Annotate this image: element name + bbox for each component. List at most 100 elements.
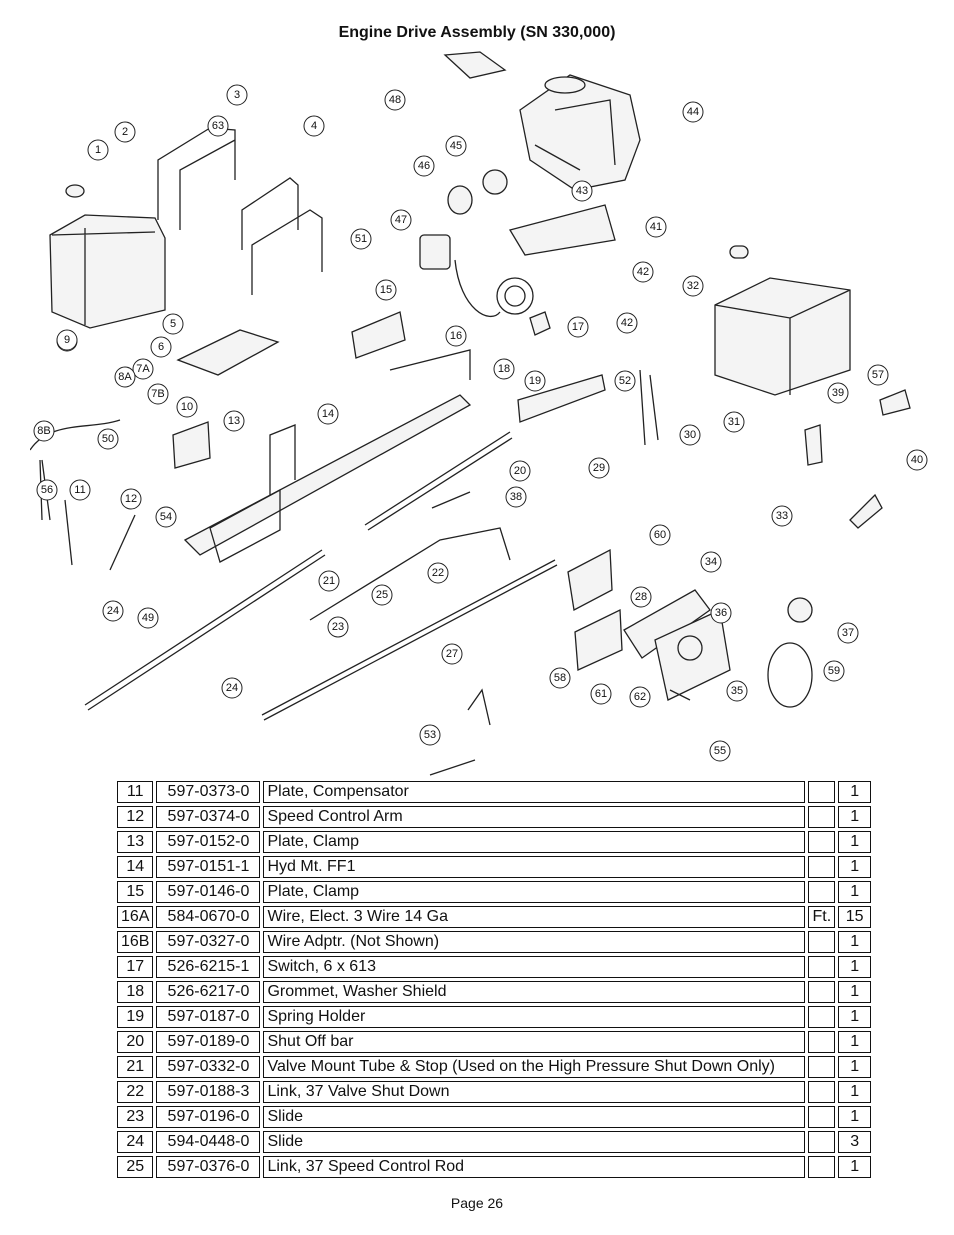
- callout-balloon: 52: [614, 370, 636, 392]
- quantity: 1: [838, 1031, 872, 1053]
- callout-label: 38: [510, 491, 522, 503]
- item-number: 20: [117, 1031, 154, 1053]
- part-description: Grommet, Washer Shield: [263, 981, 806, 1003]
- callout-balloon: 54: [155, 506, 177, 528]
- callout-label: 9: [64, 334, 70, 346]
- callout-label: 31: [728, 416, 740, 428]
- callout-balloon: 49: [137, 607, 159, 629]
- callout-balloon: 62: [629, 686, 651, 708]
- callout-label: 52: [619, 375, 631, 387]
- callout-balloon: 7A: [132, 358, 154, 380]
- callout-label: 35: [731, 685, 743, 697]
- callout-balloon: 6: [150, 336, 172, 358]
- callout-label: 39: [832, 387, 844, 399]
- part-description: Valve Mount Tube & Stop (Used on the Hig…: [263, 1056, 806, 1078]
- item-number: 17: [117, 956, 154, 978]
- callout-balloon: 19: [524, 370, 546, 392]
- callout-label: 34: [705, 556, 717, 568]
- part-number: 597-0188-3: [156, 1081, 261, 1103]
- part-description: Link, 37 Speed Control Rod: [263, 1156, 806, 1178]
- callout-balloon: 42: [632, 261, 654, 283]
- callout-label: 32: [687, 280, 699, 292]
- part-description: Wire Adptr. (Not Shown): [263, 931, 806, 953]
- callout-balloon: 53: [419, 724, 441, 746]
- callout-balloon: 5: [162, 313, 184, 335]
- callout-label: 22: [432, 567, 444, 579]
- callout-balloon: 10: [176, 396, 198, 418]
- callout-balloon: 25: [371, 584, 393, 606]
- part-number: 584-0670-0: [156, 906, 261, 928]
- callout-balloon: 12: [120, 488, 142, 510]
- callout-label: 15: [380, 284, 392, 296]
- callout-balloon: 31: [723, 411, 745, 433]
- callout-balloon: 35: [726, 680, 748, 702]
- callout-label: 41: [650, 221, 662, 233]
- part-description: Plate, Clamp: [263, 831, 806, 853]
- callout-balloon: 18: [493, 358, 515, 380]
- callout-balloon: 23: [327, 616, 349, 638]
- callout-label: 7B: [151, 388, 164, 400]
- callout-balloon: 60: [649, 524, 671, 546]
- callout-label: 62: [634, 691, 646, 703]
- callout-balloon: 13: [223, 410, 245, 432]
- callout-label: 45: [450, 140, 462, 152]
- part-description: Switch, 6 x 613: [263, 956, 806, 978]
- unit: [808, 981, 836, 1003]
- callout-balloon: 59: [823, 660, 845, 682]
- callout-label: 50: [102, 433, 114, 445]
- callout-balloon: 51: [350, 228, 372, 250]
- item-number: 23: [117, 1106, 154, 1128]
- item-number: 24: [117, 1131, 154, 1153]
- callout-balloon: 37: [837, 622, 859, 644]
- unit: [808, 1006, 836, 1028]
- part-description: Link, 37 Valve Shut Down: [263, 1081, 806, 1103]
- item-number: 22: [117, 1081, 154, 1103]
- callout-label: 8A: [118, 371, 132, 383]
- callout-label: 16: [450, 330, 462, 342]
- callout-label: 43: [576, 185, 588, 197]
- parts-artwork: [29, 51, 911, 776]
- quantity: 1: [838, 956, 872, 978]
- exploded-parts-diagram: 1234567A7B8A8A8B910111213141516171819202…: [29, 50, 930, 780]
- callout-label: 21: [323, 575, 335, 587]
- item-number: 15: [117, 881, 154, 903]
- callout-label: 49: [142, 612, 154, 624]
- callout-balloon: 43: [571, 180, 593, 202]
- callout-label: 44: [687, 106, 699, 118]
- callout-balloon: 32: [682, 275, 704, 297]
- item-number: 16B: [117, 931, 154, 953]
- callout-balloon: 22: [427, 562, 449, 584]
- unit: [808, 1081, 836, 1103]
- callout-balloon: 24: [102, 600, 124, 622]
- callout-balloon: 29: [588, 457, 610, 479]
- callout-balloon: 48: [384, 89, 406, 111]
- quantity: 1: [838, 856, 872, 878]
- quantity: 1: [838, 1156, 872, 1178]
- callout-label: 42: [637, 266, 649, 278]
- item-number: 12: [117, 806, 154, 828]
- callout-balloon: 57: [867, 364, 889, 386]
- callout-label: 28: [635, 591, 647, 603]
- callout-balloon: 16: [445, 325, 467, 347]
- callout-balloon: 55: [709, 740, 731, 762]
- part-description: Wire, Elect. 3 Wire 14 Ga: [263, 906, 806, 928]
- callout-label: 1: [95, 144, 101, 156]
- callout-label: 5: [170, 318, 176, 330]
- unit: [808, 806, 836, 828]
- item-number: 13: [117, 831, 154, 853]
- callout-label: 23: [332, 621, 344, 633]
- callout-balloon: 50: [97, 428, 119, 450]
- callout-balloon: 38: [505, 486, 527, 508]
- callout-balloon: 1: [87, 139, 109, 161]
- item-number: 18: [117, 981, 154, 1003]
- callout-label: 37: [842, 627, 854, 639]
